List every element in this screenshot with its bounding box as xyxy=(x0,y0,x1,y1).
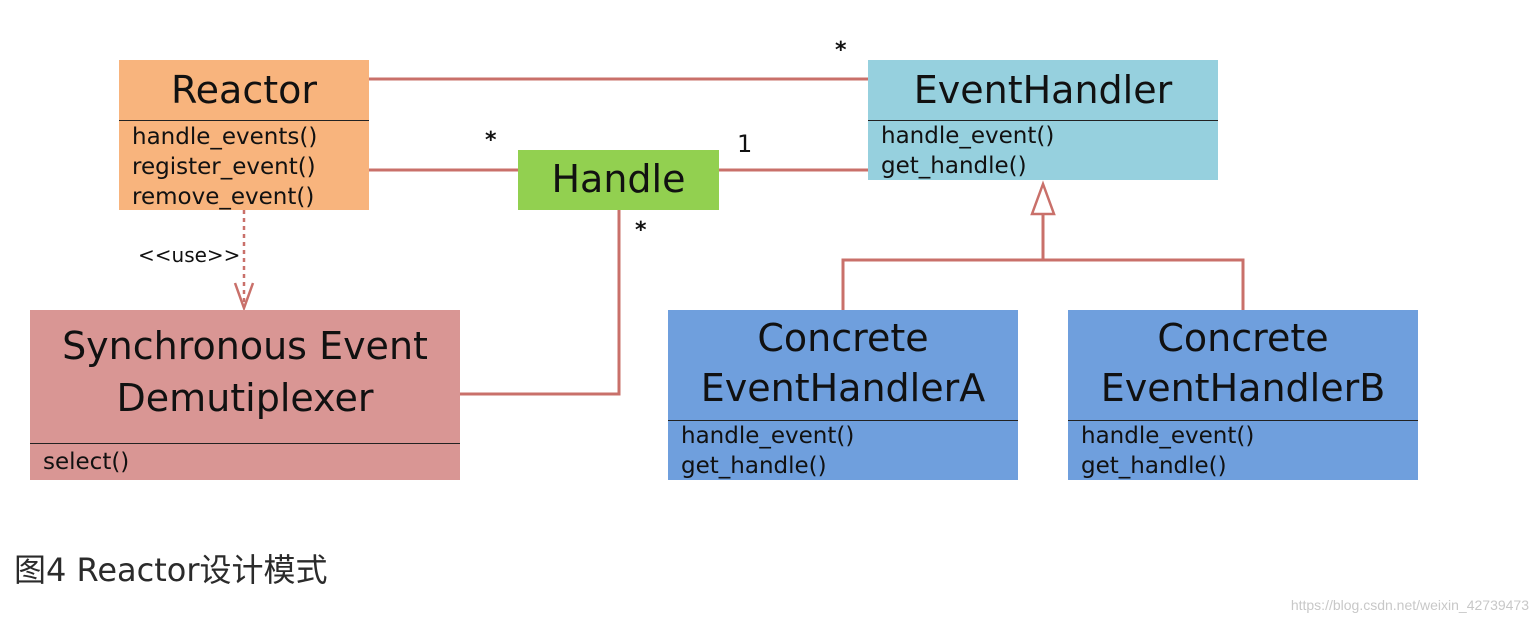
demultiplexer-name-line2: Demutiplexer xyxy=(116,376,374,420)
method-handle-event: handle_event() xyxy=(881,123,1055,149)
demultiplexer-methods: select() xyxy=(30,443,460,480)
method-remove-event: remove_event() xyxy=(132,184,315,210)
concrete-b-name-line1: Concrete xyxy=(1157,316,1329,360)
concrete-b-methods: handle_event() get_handle() xyxy=(1068,420,1418,480)
eventhandler-class-box: EventHandler handle_event() get_handle() xyxy=(868,60,1218,180)
method-select: select() xyxy=(43,449,130,475)
reactor-class-box: Reactor handle_events() register_event()… xyxy=(119,60,369,210)
multiplicity-reactor-handle: * xyxy=(485,128,497,153)
handle-class-name: Handle xyxy=(551,157,686,201)
concrete-handler-a-box: Concrete EventHandlerA handle_event() ge… xyxy=(668,310,1018,480)
eventhandler-methods: handle_event() get_handle() xyxy=(868,120,1218,180)
watermark: https://blog.csdn.net/weixin_42739473 xyxy=(1290,597,1529,613)
method-register-event: register_event() xyxy=(132,154,316,180)
method-handle-event: handle_event() xyxy=(681,423,855,449)
use-stereotype-label: <<use>> xyxy=(138,243,241,267)
reactor-class-name: Reactor xyxy=(170,68,318,112)
method-get-handle: get_handle() xyxy=(681,453,827,479)
concrete-b-name-line2: EventHandlerB xyxy=(1100,366,1386,410)
method-get-handle: get_handle() xyxy=(1081,453,1227,479)
concrete-a-name-line2: EventHandlerA xyxy=(700,366,986,410)
method-get-handle: get_handle() xyxy=(881,153,1027,179)
concrete-a-methods: handle_event() get_handle() xyxy=(668,420,1018,480)
figure-caption: 图4 Reactor设计模式 xyxy=(14,551,328,589)
concrete-a-name-line1: Concrete xyxy=(757,316,929,360)
eventhandler-class-name: EventHandler xyxy=(913,68,1173,112)
dependency-arrow-head xyxy=(233,282,255,312)
method-handle-events: handle_events() xyxy=(132,124,318,150)
multiplicity-reactor-eventhandler: * xyxy=(835,38,847,63)
multiplicity-handle-demux: * xyxy=(635,218,647,243)
method-handle-event: handle_event() xyxy=(1081,423,1255,449)
assoc-handle-demultiplexer xyxy=(460,210,621,396)
multiplicity-handle-eventhandler: 1 xyxy=(737,130,753,158)
demultiplexer-name-line1: Synchronous Event xyxy=(62,324,428,368)
inheritance-triangle xyxy=(1030,180,1056,216)
demultiplexer-class-box: Synchronous Event Demutiplexer select() xyxy=(30,310,460,480)
inheritance-branches xyxy=(841,258,1245,310)
handle-class-box: Handle xyxy=(518,150,719,210)
concrete-handler-b-box: Concrete EventHandlerB handle_event() ge… xyxy=(1068,310,1418,480)
reactor-methods: handle_events() register_event() remove_… xyxy=(119,120,369,210)
